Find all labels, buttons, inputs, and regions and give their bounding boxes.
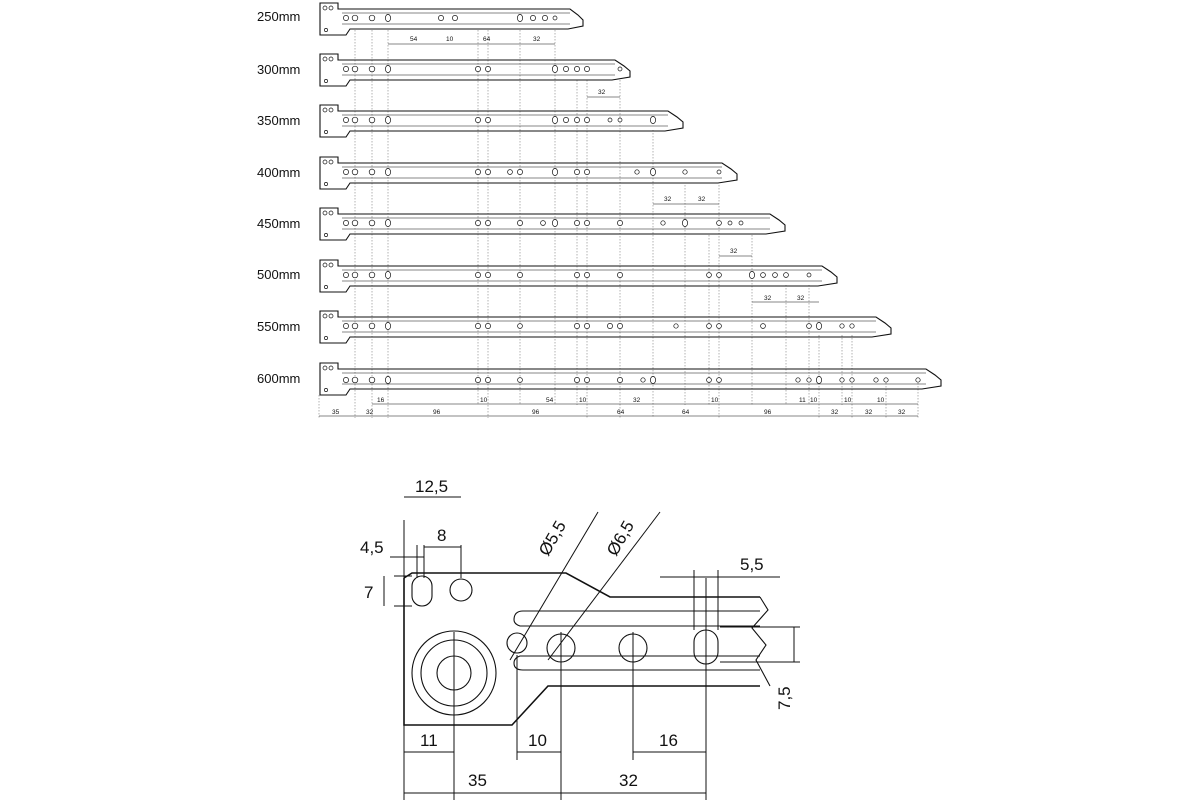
bdim2-35: 35	[332, 409, 340, 416]
detail-dim-32: 32	[619, 771, 638, 790]
size-label-350: 350mm	[257, 113, 300, 128]
dim-250-54: 54	[410, 36, 418, 43]
bdim2-96a: 96	[433, 409, 441, 416]
bdim2-32c: 32	[865, 409, 873, 416]
bdim1-10f: 10	[877, 397, 885, 404]
slot-hole	[411, 575, 433, 607]
dim-250-10: 10	[446, 36, 454, 43]
detail-dia-6-5: Ø6,5	[603, 518, 638, 559]
detail-dia-5-5: Ø5,5	[535, 518, 570, 559]
bdim1-16: 16	[377, 397, 385, 404]
detail-dim-7-5: 7,5	[775, 686, 794, 710]
detail-dim-5-5: 5,5	[740, 555, 764, 574]
bdim2-32b: 32	[831, 409, 839, 416]
bdim2-96b: 96	[532, 409, 540, 416]
size-label-250: 250mm	[257, 9, 300, 24]
bdim1-54: 54	[546, 397, 554, 404]
rail-300mm	[319, 53, 631, 87]
detail-dim-35: 35	[468, 771, 487, 790]
dim-500-32a: 32	[764, 295, 772, 302]
row-dimensions: 54 10 64 32 32 32 32 32 32 32	[388, 36, 819, 303]
bottom-dimension-chain: 16 10 54 10 32 10 11 10 10 10 35 32 96 9…	[319, 397, 918, 417]
bdim2-32d: 32	[898, 409, 906, 416]
dim-450-32: 32	[730, 248, 738, 255]
detail-view: 12,5 4,5 8 7 Ø5,5 Ø6,5 5,5 7,5 11 10 16 …	[360, 477, 800, 800]
size-labels: 250mm 300mm 350mm 400mm 450mm 500mm 550m…	[257, 9, 300, 386]
rail-400mm	[319, 156, 738, 190]
rail-350mm	[319, 104, 684, 138]
dim-250-32: 32	[533, 36, 541, 43]
detail-dim-8: 8	[437, 526, 446, 545]
bdim1-10d: 10	[810, 397, 818, 404]
rail-500mm	[319, 259, 838, 293]
size-label-450: 450mm	[257, 216, 300, 231]
detail-dim-11: 11	[420, 731, 438, 750]
rail-600mm	[319, 362, 942, 396]
size-label-300: 300mm	[257, 62, 300, 77]
overview-rails	[319, 2, 942, 396]
size-label-550: 550mm	[257, 319, 300, 334]
dim-400-32b: 32	[698, 196, 706, 203]
bdim1-10e: 10	[844, 397, 852, 404]
detail-dim-16: 16	[659, 731, 678, 750]
bdim1-10b: 10	[579, 397, 587, 404]
dim-300-32: 32	[598, 89, 606, 96]
bdim2-96c: 96	[764, 409, 772, 416]
bdim1-10a: 10	[480, 397, 488, 404]
bdim2-32a: 32	[366, 409, 374, 416]
dim-250-64: 64	[483, 36, 491, 43]
size-label-400: 400mm	[257, 165, 300, 180]
dim-400-32a: 32	[664, 196, 672, 203]
bdim2-64a: 64	[617, 409, 625, 416]
detail-dim-4-5: 4,5	[360, 538, 384, 557]
rail-550mm	[319, 310, 892, 344]
rail-250mm	[319, 2, 584, 36]
rail-450mm	[319, 207, 786, 241]
size-label-500: 500mm	[257, 267, 300, 282]
size-label-600: 600mm	[257, 371, 300, 386]
detail-dim-12-5: 12,5	[415, 477, 448, 496]
detail-dim-7: 7	[364, 583, 373, 602]
detail-dim-10: 10	[528, 731, 547, 750]
overview-guides	[318, 30, 919, 418]
bdim1-11: 11	[799, 397, 806, 404]
bdim1-10c: 10	[711, 397, 719, 404]
bdim1-32: 32	[633, 397, 641, 404]
dim-500-32b: 32	[797, 295, 805, 302]
bdim2-64b: 64	[682, 409, 690, 416]
